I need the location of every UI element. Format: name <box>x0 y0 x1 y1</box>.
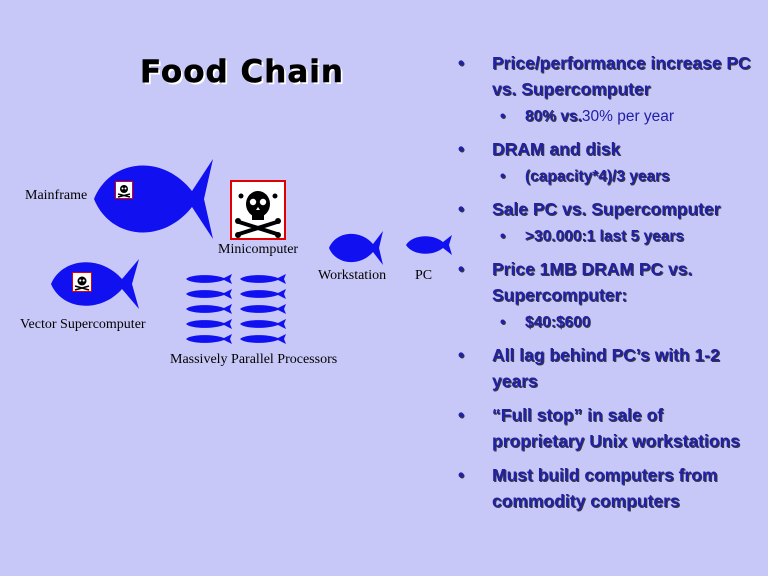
mpp-label: Massively Parallel Processors <box>170 352 338 367</box>
mpp-fish-icon <box>186 319 232 329</box>
bullet-item: Price 1MB DRAM PC vs. Supercomputer: <box>456 256 756 308</box>
minicomputer-skull-icon <box>230 180 286 240</box>
mpp-fish-icon <box>240 274 286 284</box>
minicomputer-label: Minicomputer <box>218 242 299 257</box>
vector-supercomputer-fish-icon <box>51 259 139 309</box>
sub-bullet-item: $40:$600 <box>456 312 756 334</box>
bullet-item: DRAM and disk <box>456 136 756 162</box>
pc-fish-icon <box>406 235 452 255</box>
sub-bullet-bold-rest: vs. <box>556 108 582 125</box>
mainframe-skull-icon <box>115 181 133 199</box>
sub-bullet-item: >30.000:1 last 5 years <box>456 226 756 248</box>
mpp-fish-school <box>186 274 286 344</box>
vector-supercomputer-label: Vector Supercomputer <box>20 317 146 332</box>
vector-supercomputer-skull-icon <box>72 272 92 292</box>
bullet-item: “Full stop” in sale of proprietary Unix … <box>456 402 756 454</box>
workstation-fish-icon <box>329 231 383 265</box>
mpp-fish-icon <box>240 289 286 299</box>
workstation-label: Workstation <box>318 268 387 283</box>
mpp-fish-icon <box>186 274 232 284</box>
sub-bullet-item: (capacity*4)/3 years <box>456 166 756 188</box>
mpp-fish-icon <box>240 334 286 344</box>
sub-bullet-normal: 30% per year <box>581 108 675 125</box>
slide-title: Food Chain <box>140 54 344 91</box>
sub-bullet-item: 80% vs.30% per year <box>456 106 756 128</box>
mpp-fish-icon <box>240 319 286 329</box>
bullet-item: Sale PC vs. Supercomputer <box>456 196 756 222</box>
mpp-fish-icon <box>186 304 232 314</box>
sub-bullet-bold: 80% <box>525 108 557 125</box>
pc-label: PC <box>415 268 433 283</box>
mainframe-label: Mainframe <box>25 188 88 203</box>
bullet-list: Price/performance increase PC vs. Superc… <box>456 50 756 522</box>
bullet-item: Must build computers from commodity comp… <box>456 462 756 514</box>
mpp-fish-icon <box>186 334 232 344</box>
mainframe-fish-icon <box>94 159 213 239</box>
mpp-fish-icon <box>240 304 286 314</box>
bullet-item: Price/performance increase PC vs. Superc… <box>456 50 756 102</box>
bullet-item: All lag behind PC’s with 1-2 years <box>456 342 756 394</box>
mpp-fish-icon <box>186 289 232 299</box>
